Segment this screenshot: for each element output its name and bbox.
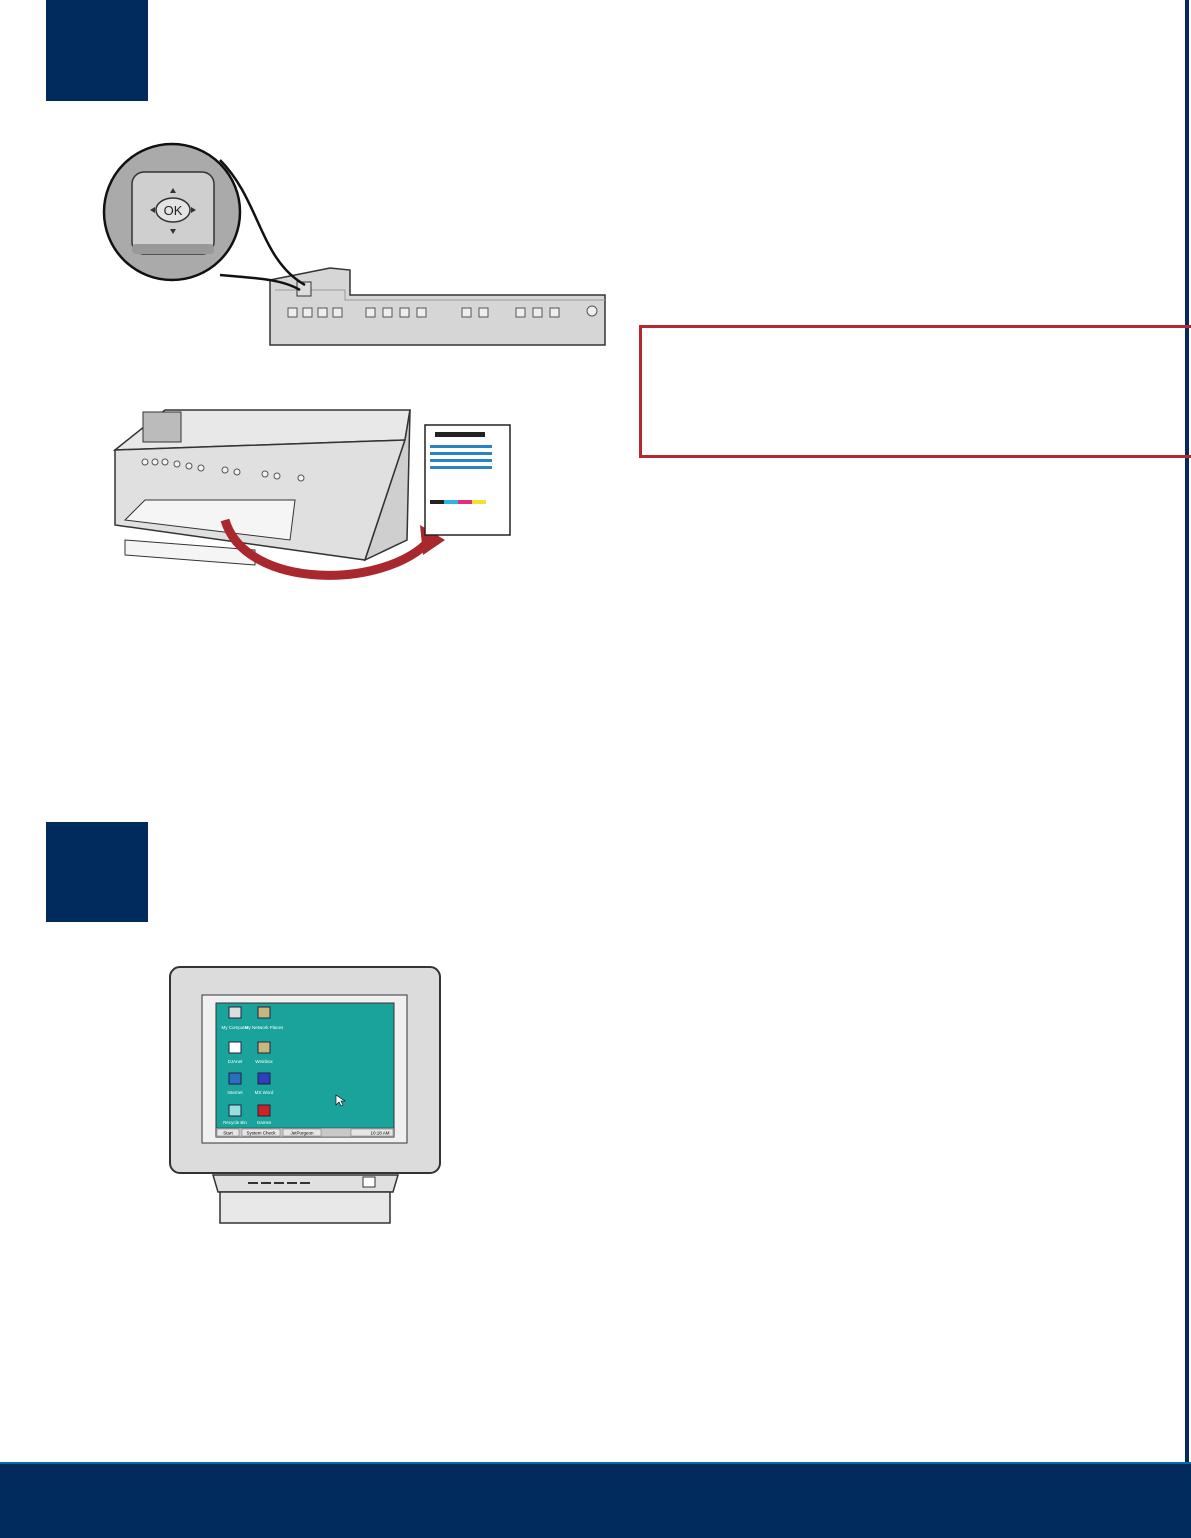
desktop-icon-weinbox: Weinbox [255,1059,273,1064]
footer-accent-line [0,1462,1191,1464]
ok-button-label: OK [164,203,183,218]
footer-bar [0,1462,1191,1538]
desktop-icon-my-computer: My Computer [221,1025,249,1030]
taskbar-task-jetpurgeon: JetPurgeon [290,1131,314,1136]
desktop-icon-djanet: DJAnet [228,1059,244,1064]
step-number-box-1 [46,0,148,101]
desktop-icon-internet: Internet [227,1090,243,1095]
taskbar-clock: 10:18 AM [370,1131,389,1136]
right-edge-bar [1185,0,1189,1462]
note-box [639,325,1191,458]
control-panel-illustration: OK [102,142,606,346]
desktop-icon-games: Games [257,1120,272,1125]
taskbar-start-button: Start [223,1131,233,1136]
desktop-icon-my-network-places: My Network Places [245,1025,284,1030]
step-number-box-2 [46,822,148,922]
taskbar-task-system-check: System Check [246,1131,276,1136]
desktop-icon-recycle-bin: Recycle Bin [223,1120,247,1125]
printer-illustration [112,409,511,580]
monitor-illustration: My Computer My Network Places DJAnet Wei… [169,966,441,1224]
desktop-icon-ms-word: MS Word [255,1090,274,1095]
mouse-cursor-icon [335,1094,346,1107]
